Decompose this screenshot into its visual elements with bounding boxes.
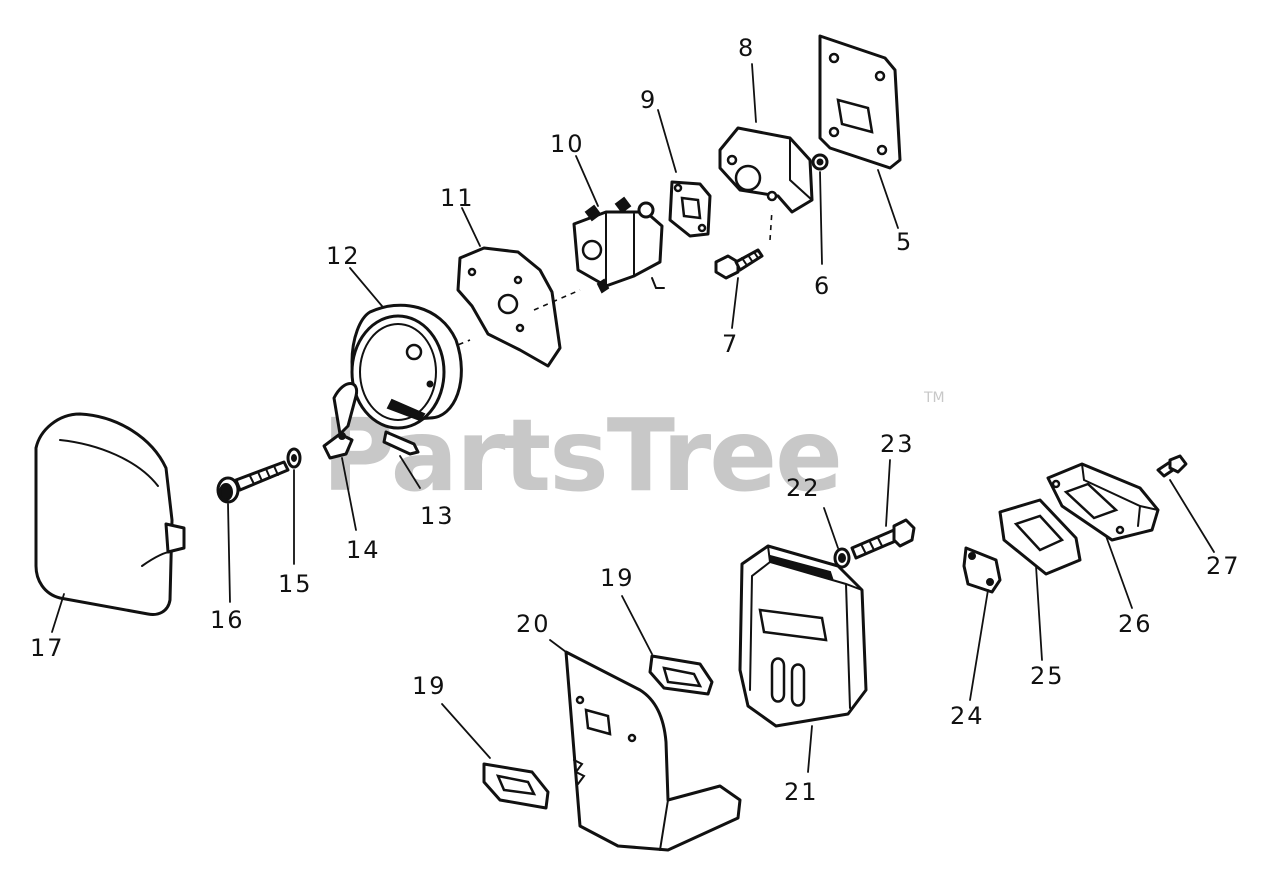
callout-26: 26 <box>1118 610 1153 638</box>
callout-7: 7 <box>722 330 739 358</box>
callout-20: 20 <box>516 610 551 638</box>
part-25-gasket[interactable] <box>998 498 1082 576</box>
callout-11: 11 <box>440 184 475 212</box>
part-14-wing[interactable] <box>322 382 359 460</box>
part-21-muffler[interactable] <box>738 544 868 728</box>
part-11-plate[interactable] <box>439 246 581 368</box>
callout-9: 9 <box>640 86 657 114</box>
part-12-housing[interactable] <box>350 303 463 430</box>
callout-19-lower: 19 <box>412 672 447 700</box>
callout-6: 6 <box>814 272 831 300</box>
part-17-cover[interactable] <box>34 412 186 616</box>
callout-labels: 5 6 7 8 9 10 11 12 13 14 15 16 17 19 19 … <box>30 34 1241 806</box>
part-16-screw[interactable] <box>216 460 290 504</box>
part-20-bracket[interactable] <box>564 650 742 852</box>
part-22-washer[interactable] <box>833 547 851 569</box>
part-8-adapter[interactable] <box>718 126 814 214</box>
callout-16: 16 <box>210 606 245 634</box>
part-23-bolt[interactable] <box>850 518 916 560</box>
callout-19-upper: 19 <box>600 564 635 592</box>
part-24-plate[interactable] <box>962 546 1002 594</box>
callout-21: 21 <box>784 778 819 806</box>
callout-5: 5 <box>896 228 913 256</box>
callout-14: 14 <box>346 536 381 564</box>
leader-lines <box>51 63 1215 773</box>
part-15-washer[interactable] <box>286 447 302 469</box>
part-9-gasket[interactable] <box>668 180 712 238</box>
watermark-trademark: TM <box>923 390 945 406</box>
callout-8: 8 <box>738 34 755 62</box>
part-26-flange[interactable] <box>1046 462 1160 542</box>
callout-12: 12 <box>326 242 361 270</box>
part-7-bolt[interactable] <box>714 209 773 280</box>
callout-23: 23 <box>880 430 915 458</box>
part-27-screw[interactable] <box>1156 454 1188 478</box>
callout-17: 17 <box>30 634 65 662</box>
callout-24: 24 <box>950 702 985 730</box>
part-6-nut[interactable] <box>811 153 829 171</box>
part-5-gasket[interactable] <box>818 34 902 170</box>
callout-15: 15 <box>278 570 313 598</box>
callout-25: 25 <box>1030 662 1065 690</box>
callout-27: 27 <box>1206 552 1241 580</box>
callout-22: 22 <box>786 474 821 502</box>
part-19a-gasket[interactable] <box>482 762 550 810</box>
part-13-clip[interactable] <box>382 430 420 456</box>
part-19b-gasket[interactable] <box>648 654 714 696</box>
callout-13: 13 <box>420 502 455 530</box>
callout-10: 10 <box>550 130 585 158</box>
part-10-carburetor[interactable] <box>572 196 665 294</box>
